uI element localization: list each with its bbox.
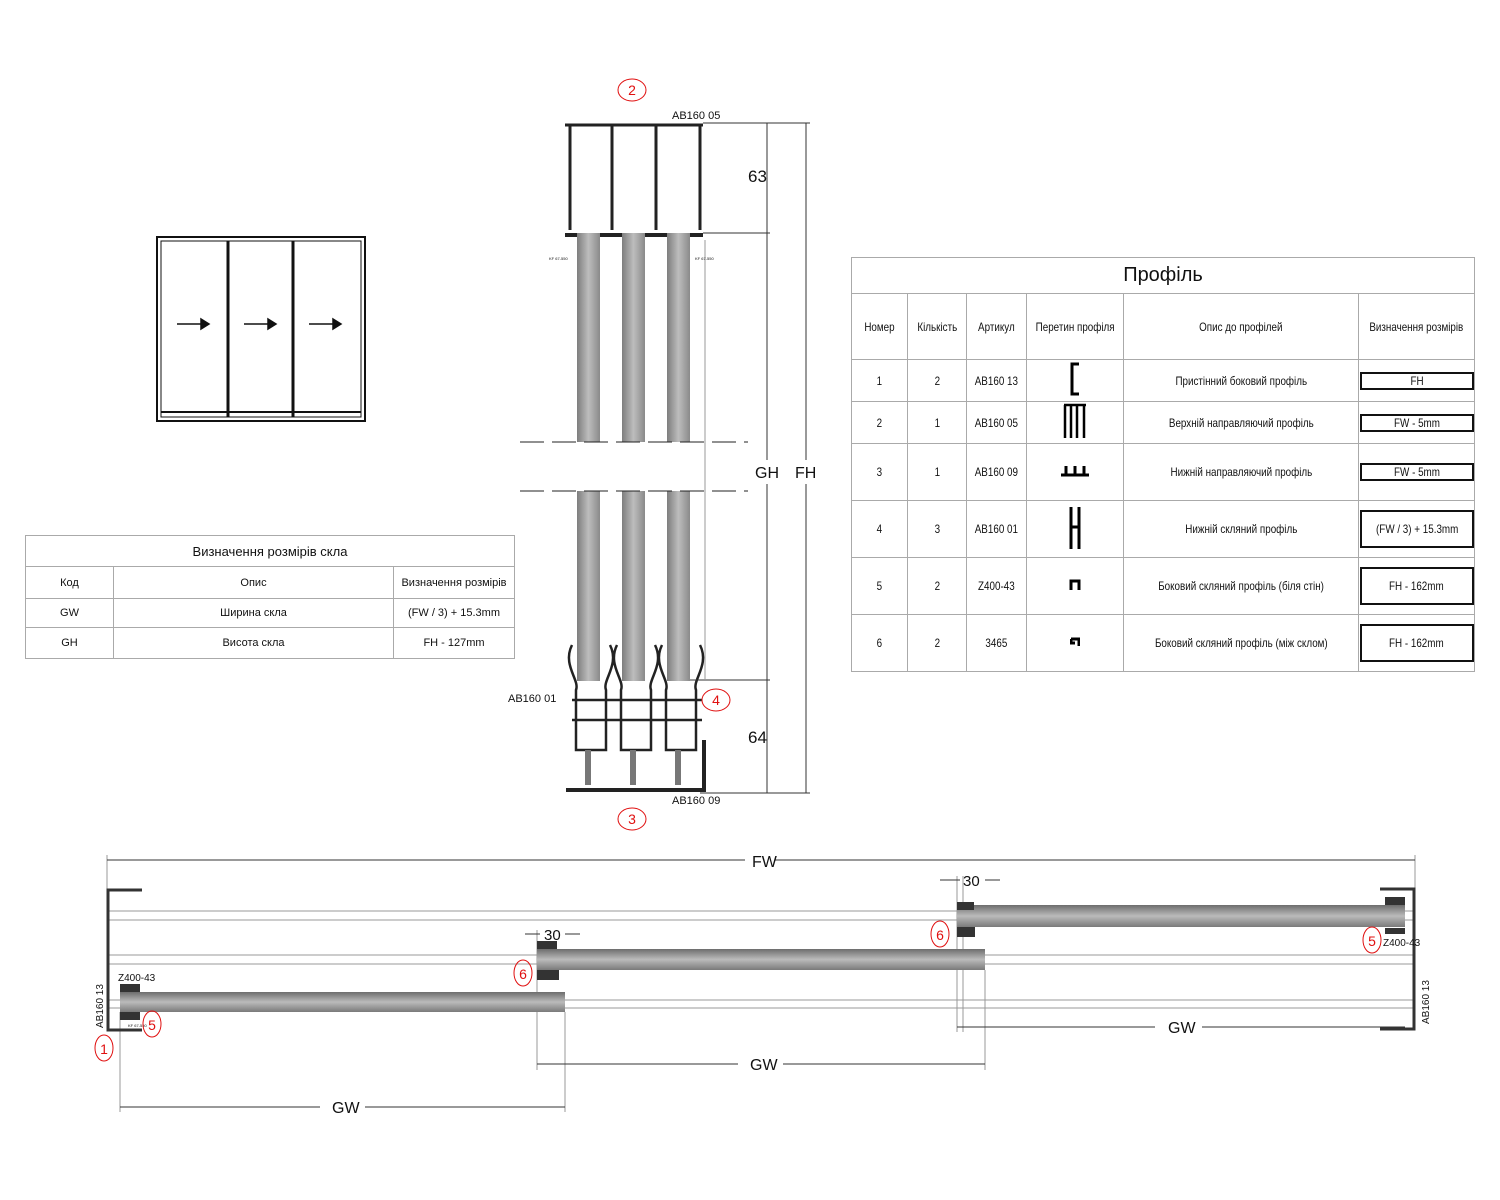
label-side-profile-left: AB160 13 bbox=[95, 984, 106, 1028]
profile-section-icon bbox=[1025, 443, 1124, 501]
col-header: Визначення розмірів bbox=[393, 566, 515, 599]
profile-section-icon bbox=[1025, 557, 1124, 615]
glass-table-title: Визначення розмірів скла bbox=[25, 535, 515, 567]
dimension-lines bbox=[690, 122, 810, 794]
dim-gap-2: 30 bbox=[963, 873, 980, 890]
callout-4: 4 bbox=[701, 688, 731, 712]
dim-gw-2: GW bbox=[750, 1057, 778, 1074]
profile-section-icon bbox=[1025, 359, 1124, 402]
profile-table: Профіль Номер Кількість Артикул Перетин … bbox=[850, 257, 1475, 672]
glass-pane-3 bbox=[957, 905, 1405, 927]
col-header: Визначення розмірів bbox=[1369, 319, 1464, 334]
profile-table-title: Профіль bbox=[851, 257, 1475, 294]
col-header: Перетин профіля bbox=[1035, 319, 1115, 334]
svg-text:2: 2 bbox=[628, 82, 636, 98]
dim-gh: GH bbox=[755, 465, 779, 482]
horizontal-plan: KF 67-550 Z400-43 Z400-43 AB160 13 AB160… bbox=[94, 854, 1432, 1117]
vertical-section: AB160 05 KF 67-550 KF 67-550 AB160 01 AB… bbox=[508, 78, 816, 831]
callout-6: 6 bbox=[930, 920, 950, 948]
bottom-profiles bbox=[566, 644, 706, 792]
door-elevation-icon bbox=[156, 236, 366, 422]
dim-fh: FH bbox=[795, 465, 816, 482]
dim-gw-3: GW bbox=[1168, 1020, 1196, 1037]
col-header: Опис bbox=[113, 566, 394, 599]
label-top-profile: AB160 05 bbox=[672, 110, 720, 122]
arrow-right-icon bbox=[309, 317, 343, 331]
glass-side-profiles bbox=[120, 897, 1405, 1020]
col-header: Номер bbox=[864, 319, 895, 334]
callout-1: 1 bbox=[94, 1034, 114, 1062]
callout-6: 6 bbox=[513, 959, 533, 987]
svg-text:5: 5 bbox=[148, 1017, 156, 1033]
dim-bottom: 64 bbox=[748, 728, 767, 747]
wall-profile-left bbox=[106, 888, 142, 1032]
glass-pane-1 bbox=[120, 992, 565, 1012]
label-bottom-profile: AB160 09 bbox=[672, 795, 720, 807]
label-seal-left: KF 67-550 bbox=[549, 256, 568, 261]
dim-gw-1: GW bbox=[332, 1100, 360, 1117]
callout-3: 3 bbox=[617, 807, 647, 831]
col-header: Артикул bbox=[977, 319, 1015, 334]
arrow-right-icon bbox=[177, 317, 211, 331]
svg-text:4: 4 bbox=[712, 692, 720, 708]
col-header: Кількість bbox=[916, 319, 957, 334]
label-side-profile-right: AB160 13 bbox=[1421, 980, 1432, 1024]
callout-2: 2 bbox=[617, 78, 647, 102]
svg-text:3: 3 bbox=[628, 811, 636, 827]
callout-5: 5 bbox=[142, 1010, 162, 1038]
callout-5: 5 bbox=[1362, 926, 1382, 954]
wall-profile-right bbox=[1380, 887, 1416, 1031]
glass-size-table: Визначення розмірів скла Код Опис Визнач… bbox=[25, 535, 515, 659]
svg-text:1: 1 bbox=[100, 1041, 108, 1057]
label-side-glass-profile-left: Z400-43 bbox=[118, 973, 156, 984]
svg-text:6: 6 bbox=[519, 966, 527, 982]
glass-pane-2 bbox=[537, 949, 985, 970]
profile-section-icon bbox=[1025, 500, 1124, 558]
top-guide-profile bbox=[565, 123, 703, 237]
label-seal-small: KF 67-550 bbox=[128, 1023, 147, 1028]
label-bottom-glass-profile: AB160 01 bbox=[508, 693, 556, 705]
svg-text:6: 6 bbox=[936, 927, 944, 943]
dim-gap-1: 30 bbox=[544, 927, 561, 944]
dim-fw: FW bbox=[752, 854, 778, 871]
profile-section-icon bbox=[1025, 401, 1124, 444]
arrow-right-icon bbox=[244, 317, 278, 331]
dim-top: 63 bbox=[748, 167, 767, 186]
label-seal-right: KF 67-550 bbox=[695, 256, 714, 261]
profile-section-icon bbox=[1025, 614, 1124, 672]
glass-rods bbox=[577, 233, 690, 681]
label-side-glass-profile-right: Z400-43 bbox=[1383, 938, 1421, 949]
svg-text:5: 5 bbox=[1368, 933, 1376, 949]
col-header: Опис до профілей bbox=[1199, 319, 1283, 334]
col-header: Код bbox=[25, 566, 114, 599]
break-lines bbox=[520, 441, 748, 492]
